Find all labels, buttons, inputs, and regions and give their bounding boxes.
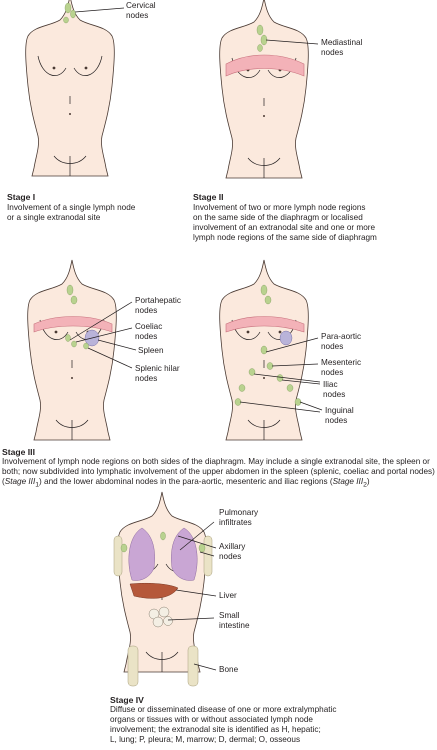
mesenteric-leader xyxy=(271,363,319,367)
liver xyxy=(129,582,179,599)
liver-leader xyxy=(175,589,217,597)
stage-3-desc-c: ) xyxy=(366,477,370,486)
diaphragm xyxy=(225,316,305,333)
stage-2-figure xyxy=(219,0,319,179)
stage-1-figure xyxy=(25,0,125,177)
mediastinal-nodes-label: Mediastinal nodes xyxy=(321,38,363,57)
stage-4-title: Stage IV xyxy=(110,695,144,705)
iliac-leader-a xyxy=(253,373,321,383)
stage-1-panel: Cervical nodes Stage I Involvement of a … xyxy=(0,0,218,230)
para-aortic-leader xyxy=(265,337,319,353)
stage-3-left-panel: Portahepatic nodes Coeliac nodes Spleen … xyxy=(0,259,218,450)
stage-4-figure xyxy=(113,491,217,687)
coeliac-nodes-label: Coeliac nodes xyxy=(135,322,163,341)
stage-3-left-figure xyxy=(27,259,137,441)
diaphragm xyxy=(225,54,305,77)
inguinal-nodes-label: Inguinal nodes xyxy=(325,406,354,425)
stage-1-title: Stage I xyxy=(7,192,36,202)
pulmonary-leader xyxy=(179,521,215,551)
splenic-hilar-nodes-label: Splenic hilar nodes xyxy=(135,364,180,383)
spleen xyxy=(279,330,293,346)
small-intestine-label: Small intestine xyxy=(219,611,250,630)
portahepatic-leader xyxy=(69,301,133,341)
stage-2-title: Stage II xyxy=(193,192,224,202)
small-intestine xyxy=(148,606,173,628)
portahepatic-nodes-label: Portahepatic nodes xyxy=(135,296,181,315)
spleen-leader xyxy=(97,339,137,351)
mediastinal-nodes xyxy=(256,24,268,52)
stage-3-sub1: Stage III xyxy=(4,477,36,486)
small-intestine-leader xyxy=(167,617,215,621)
axillary-leader-a xyxy=(177,535,217,549)
stage-4-description: Diffuse or disseminated disease of one o… xyxy=(110,705,336,745)
diaphragm xyxy=(33,316,113,333)
axillary-nodes-label: Axillary nodes xyxy=(219,542,246,561)
bones xyxy=(113,535,213,687)
mesenteric-nodes-label: Mesenteric nodes xyxy=(321,358,362,377)
stage-3-description: Involvement of lymph node regions on bot… xyxy=(2,457,435,491)
stage-4-desc-line: Diffuse or disseminated disease of one o… xyxy=(110,705,337,714)
iliac-leader-b xyxy=(281,379,321,385)
stage-3-title: Stage III xyxy=(2,447,35,457)
stage-3-sub2: Stage III xyxy=(332,477,364,486)
lower-abdominal-nodes xyxy=(234,284,302,406)
coeliac-leader xyxy=(75,327,133,343)
abdominal-nodes xyxy=(65,284,89,350)
mediastinal-leader xyxy=(265,39,319,45)
stage-3-sub2-index: 2 xyxy=(363,481,367,489)
axillary-nodes xyxy=(120,531,206,553)
cervical-nodes xyxy=(63,2,76,24)
splenic-hilar-leader xyxy=(87,347,133,369)
stage-4-panel: Pulmonary infiltrates Axillary nodes Liv… xyxy=(0,491,437,750)
inguinal-leader-b xyxy=(299,401,323,411)
stage-4-desc-line: L, lung; P, pleura; M, marrow; D, dermal… xyxy=(110,735,301,744)
stage-3-right-figure xyxy=(219,259,323,441)
bone-leader xyxy=(193,663,217,671)
stage-2-panel: Mediastinal nodes Stage II Involvement o… xyxy=(193,0,437,250)
iliac-nodes-label: Iliac nodes xyxy=(323,380,346,399)
para-aortic-nodes-label: Para-aortic nodes xyxy=(321,332,362,351)
stage-3-sub1-index: 1 xyxy=(35,481,40,489)
stage-3-desc-a: Involvement of lymph node regions on bot… xyxy=(2,457,435,486)
bone-label: Bone xyxy=(219,665,239,674)
axillary-leader-b xyxy=(199,551,215,557)
stage-3-right-panel: Para-aortic nodes Mesenteric nodes Iliac… xyxy=(218,259,437,450)
stage-1-description: Involvement of a single lymph node or a … xyxy=(7,203,136,222)
liver-label: Liver xyxy=(219,591,237,600)
stage-2-description: Involvement of two or more lymph node re… xyxy=(193,203,377,242)
pulmonary-infiltrates-label: Pulmonary infiltrates xyxy=(219,508,259,527)
inguinal-leader-a xyxy=(239,401,321,413)
cervical-nodes-label: Cervical nodes xyxy=(126,1,156,20)
spleen-label: Spleen xyxy=(138,346,164,355)
cervical-leader xyxy=(74,7,125,13)
stage-4-desc-line: involvement; the extranodal site is iden… xyxy=(110,725,321,734)
stage-4-desc-line: organs or tissues with or without associ… xyxy=(110,715,313,724)
stage-3-desc-b: ) and the lower abdominal nodes in the p… xyxy=(39,477,333,486)
